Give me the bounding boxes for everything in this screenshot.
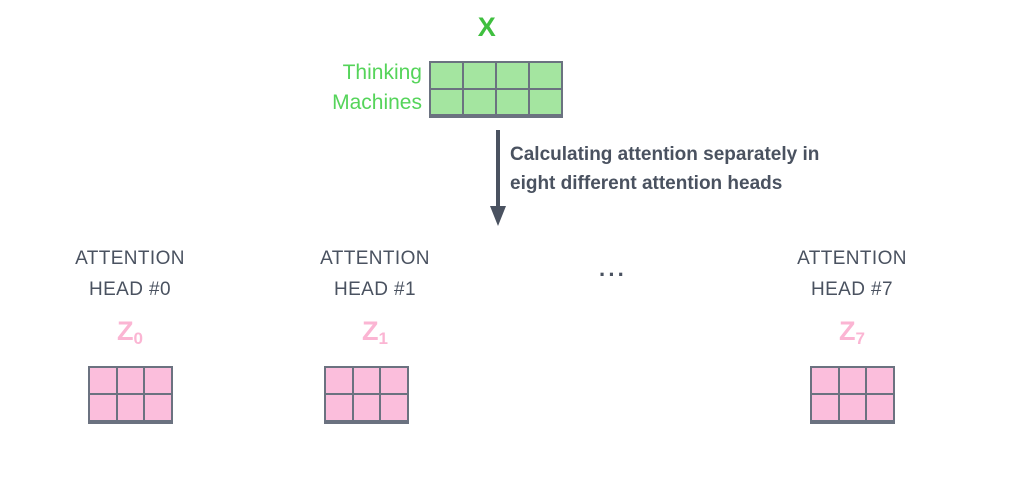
output-label-subscript: 1 [378, 329, 388, 348]
matrix-cell [839, 395, 866, 420]
attention-head-title-line-2: HEAD #0 [88, 279, 171, 300]
attention-head-title-line-1: ATTENTION [320, 248, 430, 269]
matrix-row [812, 368, 893, 393]
attention-head-title-0: ATTENTION HEAD #0 [10, 243, 250, 305]
matrix-cell [326, 395, 352, 420]
matrix-cell [464, 63, 495, 88]
attention-head-title-line-2: HEAD #7 [810, 279, 893, 300]
matrix-cell [90, 368, 116, 393]
input-row-label-0: Thinking [342, 61, 422, 84]
arrow-shaft [496, 130, 500, 210]
output-label-subscript: 7 [855, 329, 865, 348]
output-label-z0: Z0 [10, 316, 250, 350]
matrix-cell [867, 368, 893, 393]
matrix-cell [867, 395, 893, 420]
matrix-cell [381, 395, 407, 420]
matrix-row [90, 368, 171, 393]
arrow-caption-line-2: eight different attention heads [510, 173, 783, 194]
output-label-base: Z [362, 316, 379, 346]
matrix-cell [145, 395, 171, 420]
matrix-cell [381, 368, 407, 393]
attention-head-title-line-1: ATTENTION [797, 248, 907, 269]
matrix-cell [497, 63, 528, 88]
attention-head-title-7: ATTENTION HEAD #7 [732, 243, 972, 305]
arrow-caption: Calculating attention separately in eigh… [510, 140, 930, 198]
output-matrix-z0 [88, 366, 173, 424]
matrix-row [90, 395, 171, 420]
attention-head-title-1: ATTENTION HEAD #1 [255, 243, 495, 305]
attention-head-column-0: ATTENTION HEAD #0 Z0 [10, 243, 250, 350]
matrix-row [326, 395, 407, 420]
matrix-cell [353, 368, 380, 393]
attention-head-column-7: ATTENTION HEAD #7 Z7 [732, 243, 972, 350]
matrix-cell [431, 63, 462, 88]
arrow-caption-line-1: Calculating attention separately in [510, 144, 820, 165]
ellipsis-separator: ··· [599, 262, 627, 287]
input-matrix-x [429, 61, 563, 118]
input-row-labels: Thinking Machines [232, 58, 422, 118]
matrix-cell [812, 368, 838, 393]
matrix-cell [530, 63, 561, 88]
attention-head-column-1: ATTENTION HEAD #1 Z1 [255, 243, 495, 350]
output-label-subscript: 0 [133, 329, 143, 348]
matrix-cell [497, 89, 528, 114]
matrix-row [326, 368, 407, 393]
matrix-cell [464, 89, 495, 114]
output-matrix-z7 [810, 366, 895, 424]
down-arrow-icon [490, 130, 506, 226]
matrix-row [431, 63, 561, 88]
matrix-row [812, 395, 893, 420]
matrix-cell [117, 368, 144, 393]
matrix-cell [90, 395, 116, 420]
matrix-row [431, 89, 561, 114]
output-label-z1: Z1 [255, 316, 495, 350]
matrix-cell [530, 89, 561, 114]
input-matrix-title: X [0, 12, 1018, 43]
matrix-cell [431, 89, 462, 114]
output-label-z7: Z7 [732, 316, 972, 350]
input-row-label-1: Machines [332, 91, 422, 114]
arrow-head [490, 206, 506, 226]
attention-head-title-line-1: ATTENTION [75, 248, 185, 269]
output-matrix-z1 [324, 366, 409, 424]
output-label-base: Z [839, 316, 856, 346]
matrix-cell [326, 368, 352, 393]
matrix-cell [839, 368, 866, 393]
input-matrix-title-text: X [477, 12, 497, 42]
matrix-cell [145, 368, 171, 393]
matrix-cell [812, 395, 838, 420]
attention-head-title-line-2: HEAD #1 [333, 279, 416, 300]
matrix-cell [117, 395, 144, 420]
matrix-cell [353, 395, 380, 420]
output-label-base: Z [117, 316, 134, 346]
